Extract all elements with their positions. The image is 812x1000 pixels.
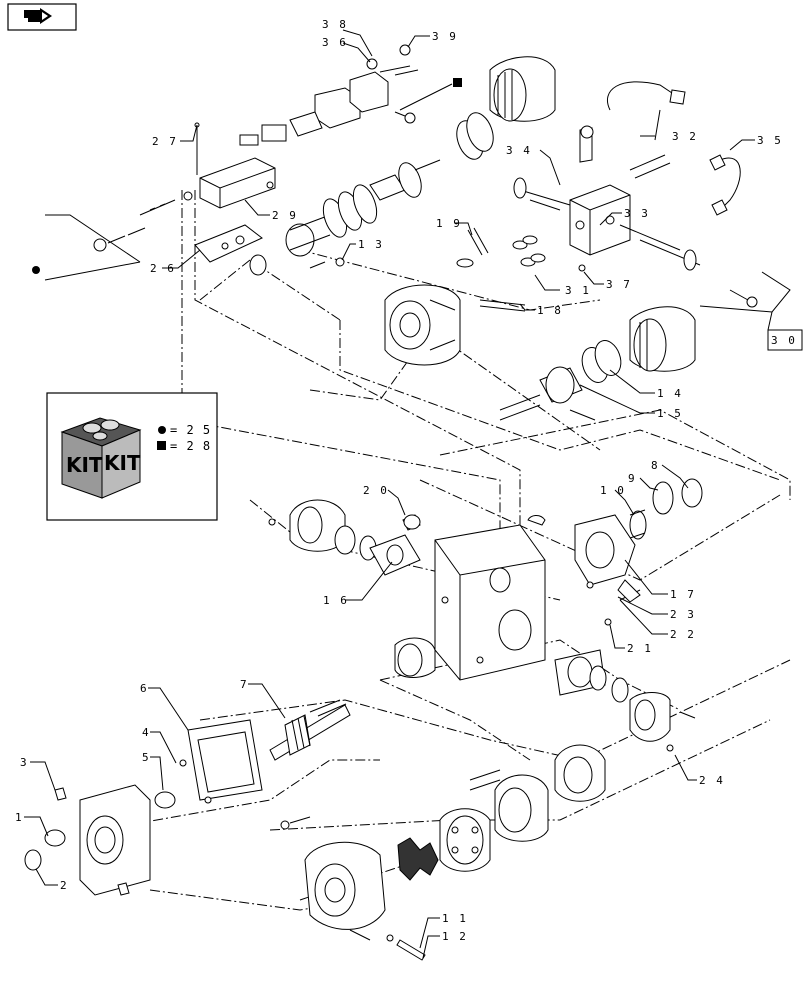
callout-labels: 3 8 3 6 3 9 2 7 2 9 2 6 1 3 1 9 1 8 3 4 …: [15, 18, 803, 943]
arrow-back-icon: [24, 8, 52, 24]
callout-13[interactable]: 1 3: [358, 238, 384, 251]
callout-22[interactable]: 2 2: [670, 628, 696, 641]
callout-20[interactable]: 2 0: [363, 484, 389, 497]
callout-9[interactable]: 9: [628, 472, 637, 485]
callout-33[interactable]: 3 3: [624, 207, 650, 220]
callout-17[interactable]: 1 7: [670, 588, 696, 601]
callout-14[interactable]: 1 4: [657, 387, 683, 400]
callout-32[interactable]: 3 2: [672, 130, 698, 143]
legend-square-text: = 2 8: [170, 439, 211, 453]
leader-lines: [24, 29, 791, 959]
callout-39[interactable]: 3 9: [432, 30, 458, 43]
callout-27[interactable]: 2 7: [152, 135, 178, 148]
callout-2[interactable]: 2: [60, 879, 69, 892]
callout-15[interactable]: 1 5: [657, 407, 683, 420]
callout-30: 3 0: [771, 334, 797, 347]
callout-7[interactable]: 7: [240, 678, 249, 691]
callout-23[interactable]: 2 3: [670, 608, 696, 621]
callout-8[interactable]: 8: [651, 459, 660, 472]
circle-marker-icon: [158, 426, 166, 434]
callout-36[interactable]: 3 6: [322, 36, 348, 49]
callout-16[interactable]: 1 6: [323, 594, 349, 607]
callout-24[interactable]: 2 4: [699, 774, 725, 787]
callout-5[interactable]: 5: [142, 751, 151, 764]
callout-11[interactable]: 1 1: [442, 912, 468, 925]
callout-19[interactable]: 1 9: [436, 217, 462, 230]
callout-26[interactable]: 2 6: [150, 262, 176, 275]
callout-18[interactable]: 1 8: [537, 304, 563, 317]
callout-3[interactable]: 3: [20, 756, 29, 769]
callout-4[interactable]: 4: [142, 726, 151, 739]
callout-12[interactable]: 1 2: [442, 930, 468, 943]
callout-1[interactable]: 1: [15, 811, 24, 824]
callout-6[interactable]: 6: [140, 682, 149, 695]
callout-21[interactable]: 2 1: [627, 642, 653, 655]
callout-31[interactable]: 3 1: [565, 284, 591, 297]
callout-34[interactable]: 3 4: [506, 144, 532, 157]
kit-legend: KIT KIT = 2 5 = 2 8: [46, 392, 218, 521]
callout-35[interactable]: 3 5: [757, 134, 783, 147]
callout-30-box[interactable]: 3 0: [767, 329, 803, 351]
callout-37[interactable]: 3 7: [606, 278, 632, 291]
callout-10[interactable]: 1 0: [600, 484, 626, 497]
legend-circle-text: = 2 5: [170, 423, 211, 437]
kit-label-left: KIT: [66, 453, 103, 477]
callout-38[interactable]: 3 8: [322, 18, 348, 31]
callout-29[interactable]: 2 9: [272, 209, 298, 222]
kit-box-icon: KIT KIT: [60, 417, 142, 499]
parts: [24, 44, 758, 961]
kit-label-right: KIT: [104, 451, 141, 475]
square-marker-icon: [157, 441, 166, 450]
back-button[interactable]: [7, 3, 77, 31]
